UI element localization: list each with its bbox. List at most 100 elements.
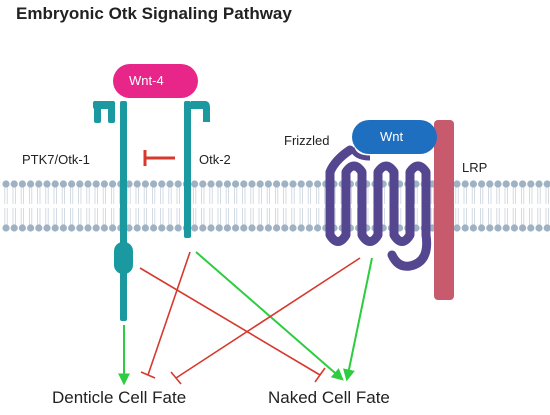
- wnt-label: Wnt: [380, 129, 404, 144]
- lipid-head: [76, 180, 84, 188]
- lipid-head: [191, 180, 199, 188]
- lipid-head: [281, 180, 289, 188]
- lipid-head: [133, 180, 141, 188]
- lipid-head: [248, 180, 256, 188]
- lipid-head: [59, 180, 67, 188]
- lipid-head: [199, 224, 207, 232]
- lipid-head: [84, 224, 92, 232]
- otk2-inhibits-denticle-bar: [140, 371, 156, 379]
- lipid-head: [174, 180, 182, 188]
- lipid-head: [27, 180, 35, 188]
- lipid-head: [125, 224, 133, 232]
- frizzled-crd-link: [349, 147, 371, 161]
- lipid-head: [174, 224, 182, 232]
- wnt-ligand: [352, 120, 437, 154]
- lipid-head: [35, 224, 43, 232]
- lipid-head: [158, 180, 166, 188]
- lipid-head: [273, 180, 281, 188]
- lipid-head: [166, 224, 174, 232]
- lipid-head: [314, 180, 322, 188]
- lipid-head: [191, 224, 199, 232]
- lipid-head: [27, 224, 35, 232]
- lrp-label: LRP: [462, 160, 488, 175]
- lipid-head: [215, 180, 223, 188]
- lipid-head: [207, 224, 215, 232]
- lipid-head: [51, 180, 59, 188]
- lipid-head: [232, 224, 240, 232]
- lipid-head: [494, 224, 502, 232]
- lipid-head: [478, 224, 486, 232]
- lipid-head: [256, 224, 264, 232]
- lipid-head: [453, 180, 461, 188]
- lipid-head: [100, 224, 108, 232]
- lipid-head: [133, 224, 141, 232]
- otk2-label: Otk-2: [199, 152, 231, 167]
- lipid-head: [453, 224, 461, 232]
- lipid-head: [18, 180, 26, 188]
- lipid-head: [18, 224, 26, 232]
- frizzled-receptor: [325, 145, 432, 271]
- lipid-head: [256, 180, 264, 188]
- lipid-head: [240, 224, 248, 232]
- lipid-head: [461, 224, 469, 232]
- lipid-head: [92, 180, 100, 188]
- lipid-head: [527, 180, 535, 188]
- wnt4-label: Wnt-4: [129, 73, 164, 88]
- otk2-receptor: [184, 101, 210, 238]
- lipid-head: [535, 224, 543, 232]
- lipid-head: [461, 180, 469, 188]
- lipid-head: [543, 180, 550, 188]
- lipid-head: [519, 180, 527, 188]
- lipid-head: [486, 180, 494, 188]
- page-title: Embryonic Otk Signaling Pathway: [16, 4, 292, 23]
- lipid-head: [510, 224, 518, 232]
- lipid-head: [297, 180, 305, 188]
- lipid-head: [502, 224, 510, 232]
- lipid-head: [502, 180, 510, 188]
- lipid-head: [43, 224, 51, 232]
- ptk7-inhibits-naked: [139, 267, 321, 376]
- lipid-head: [478, 180, 486, 188]
- lipid-head: [215, 224, 223, 232]
- frizzled-label: Frizzled: [284, 133, 330, 148]
- lipid-head: [35, 180, 43, 188]
- lipid-head: [43, 180, 51, 188]
- lipid-head: [199, 180, 207, 188]
- frizzled-to-naked-arrow: [343, 257, 373, 382]
- lipid-head: [68, 180, 76, 188]
- lipid-head: [109, 180, 117, 188]
- otk2-inhibits-denticle: [147, 251, 191, 376]
- frizzled-inhibits-denticle: [175, 257, 361, 379]
- lipid-head: [10, 224, 18, 232]
- lipid-head: [2, 180, 10, 188]
- lipid-head: [223, 180, 231, 188]
- frizzled-inhibits-denticle-bar: [170, 371, 182, 385]
- lipid-head: [314, 224, 322, 232]
- ptk7-inhibits-naked-bar: [314, 367, 326, 383]
- lipid-head: [469, 224, 477, 232]
- lipid-head: [51, 224, 59, 232]
- lipid-head: [141, 180, 149, 188]
- lipid-head: [92, 224, 100, 232]
- lipid-head: [141, 224, 149, 232]
- lipid-head: [68, 224, 76, 232]
- lipid-head: [84, 180, 92, 188]
- lipid-head: [240, 180, 248, 188]
- lipid-head: [158, 224, 166, 232]
- lipid-head: [100, 180, 108, 188]
- ptk7-label: PTK7/Otk-1: [22, 152, 90, 167]
- lipid-head: [76, 224, 84, 232]
- denticle-cell-fate-label: Denticle Cell Fate: [52, 388, 187, 407]
- lipid-head: [166, 180, 174, 188]
- lipid-head: [527, 224, 535, 232]
- lipid-head: [10, 180, 18, 188]
- lipid-head: [248, 224, 256, 232]
- lipid-head: [2, 224, 10, 232]
- otk2-to-naked-arrow: [195, 251, 344, 381]
- otk2-inhibits-ptk7: [143, 150, 175, 166]
- wnt4-ligand: [113, 64, 198, 98]
- lipid-head: [535, 180, 543, 188]
- lipid-head: [273, 224, 281, 232]
